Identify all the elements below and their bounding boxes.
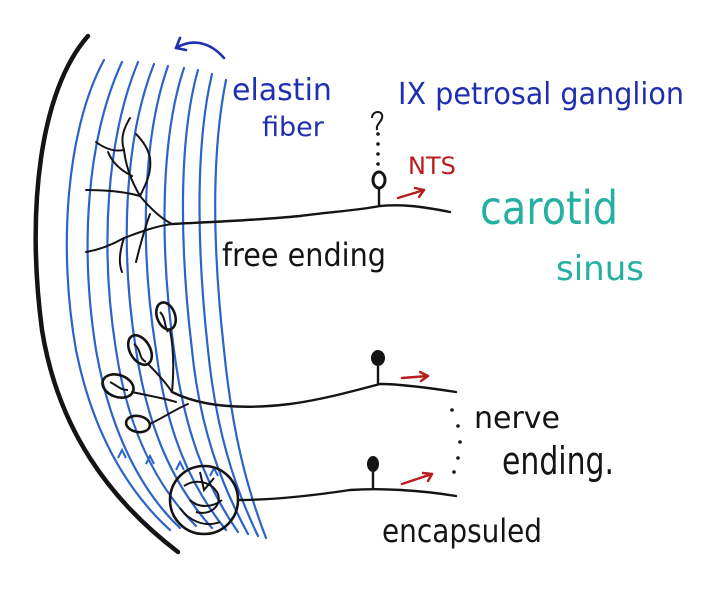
middle-nerve-fiber [170, 382, 458, 408]
label-carotid: carotid [480, 181, 618, 235]
label-nerve: nerve [474, 401, 560, 436]
label-ganglion: IX petrosal ganglion [398, 77, 684, 112]
red-arrow-icon [400, 471, 434, 486]
vessel-wall [33, 33, 181, 555]
receptor-capsule [124, 414, 152, 434]
label-sinus: sinus [556, 249, 644, 289]
elastin-fiber-line [198, 72, 260, 538]
dotted-connector [376, 132, 380, 166]
elastin-fiber-line [181, 68, 250, 536]
middle-ending-branches [131, 329, 189, 425]
free-ending-nerve-fiber [170, 204, 452, 226]
elastin-fiber-line [144, 64, 228, 532]
bottom-nerve-fiber [236, 488, 458, 502]
flow-arrow-icon [174, 36, 226, 60]
elastin-fibers [65, 58, 268, 540]
ganglion-cell-body [371, 350, 385, 366]
label-fiber: fiber [262, 112, 325, 143]
elastin-fiber-line [65, 58, 172, 532]
red-arrow-icon [400, 370, 430, 383]
label-elastin: elastin [232, 73, 332, 108]
ganglion-cell-body [367, 456, 379, 472]
label-ending: ending. [502, 439, 614, 483]
receptor-capsule [154, 301, 178, 331]
free-ending-branches [85, 117, 173, 273]
elastin-fiber-line [86, 60, 182, 530]
elastin-fiber-line [214, 78, 268, 540]
receptor-capsule [126, 333, 154, 367]
question-mark-icon [371, 111, 384, 131]
elastin-fiber-line [106, 60, 198, 528]
dotted-bracket [450, 408, 462, 474]
label-nts: NTS [408, 152, 456, 180]
label-encapsuled: encapsuled [382, 512, 542, 550]
ganglion-cell-body [371, 170, 387, 190]
large-capsule [168, 464, 240, 536]
label-free-ending: free ending [222, 236, 386, 274]
red-arrow-icon [396, 186, 426, 200]
